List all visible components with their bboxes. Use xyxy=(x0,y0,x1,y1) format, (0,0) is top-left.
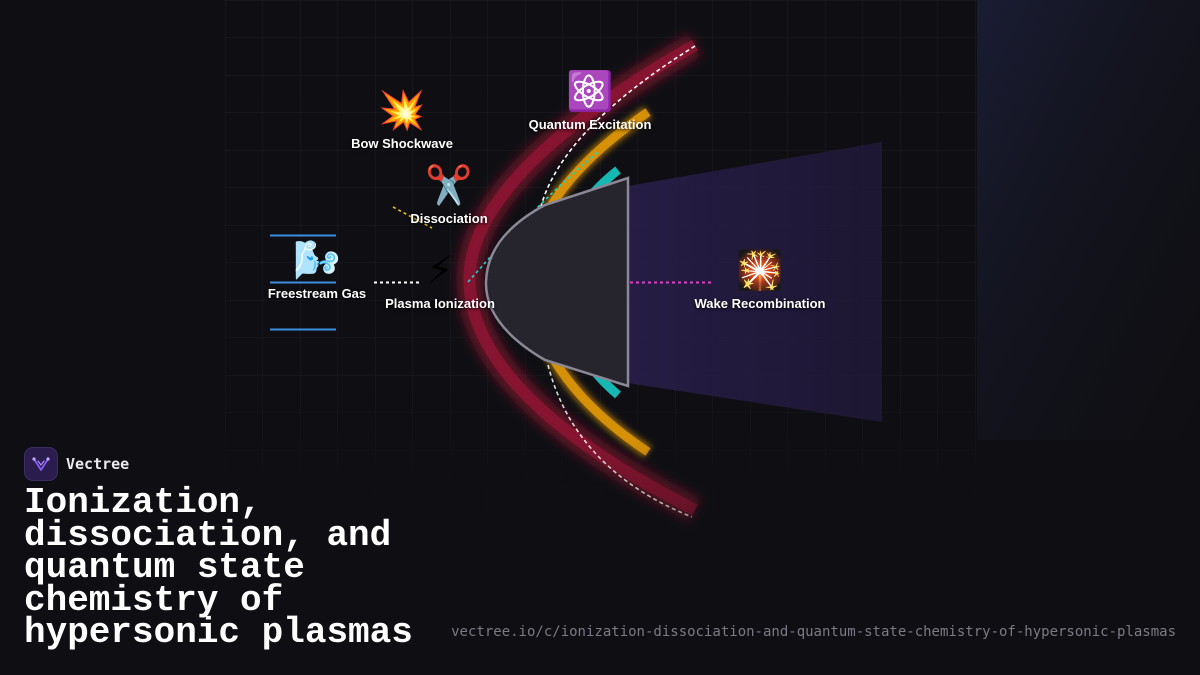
node-freestream-gas: 🌬️ Freestream Gas xyxy=(268,238,366,301)
node-bow-shockwave: 💥 Bow Shockwave xyxy=(351,88,453,151)
atom-icon: ⚛️ xyxy=(566,69,614,113)
page-title: Ionization, dissociation, and quantum st… xyxy=(24,482,413,653)
explosion-icon: 💥 xyxy=(378,88,426,132)
bottom-shade xyxy=(0,440,1200,675)
sparkler-icon: 🎇 xyxy=(736,248,784,292)
node-label: Bow Shockwave xyxy=(351,136,453,151)
wind-icon: 🌬️ xyxy=(293,238,341,282)
shock-band-red-core xyxy=(463,39,698,516)
shock-trace-upper xyxy=(539,45,696,211)
node-label: Quantum Excitation xyxy=(528,117,652,132)
ionization-trace-cyan xyxy=(467,151,599,283)
lightning-icon: ⚡ xyxy=(426,248,454,292)
node-dissociation: ✂️ Dissociation xyxy=(410,163,487,226)
right-glow-panel xyxy=(977,0,1200,440)
brand-name: Vectree xyxy=(66,455,130,473)
brand: Vectree xyxy=(24,447,129,481)
wake-cone xyxy=(628,142,882,422)
vectree-logo-icon xyxy=(24,447,58,481)
node-quantum-excitation: ⚛️ Quantum Excitation xyxy=(529,69,652,132)
node-label: Dissociation xyxy=(410,211,488,226)
node-label: Wake Recombination xyxy=(694,296,826,311)
node-plasma-ionization: ⚡ Plasma Ionization xyxy=(385,248,495,311)
reentry-vehicle-body xyxy=(484,176,630,388)
scissors-icon: ✂️ xyxy=(425,163,473,207)
node-wake-recombination: 🎇 Wake Recombination xyxy=(695,248,826,311)
node-label: Freestream Gas xyxy=(267,286,367,301)
node-label: Plasma Ionization xyxy=(385,296,495,311)
dissociation-link xyxy=(392,206,433,229)
source-url[interactable]: vectree.io/c/ionization-dissociation-and… xyxy=(451,624,1176,640)
